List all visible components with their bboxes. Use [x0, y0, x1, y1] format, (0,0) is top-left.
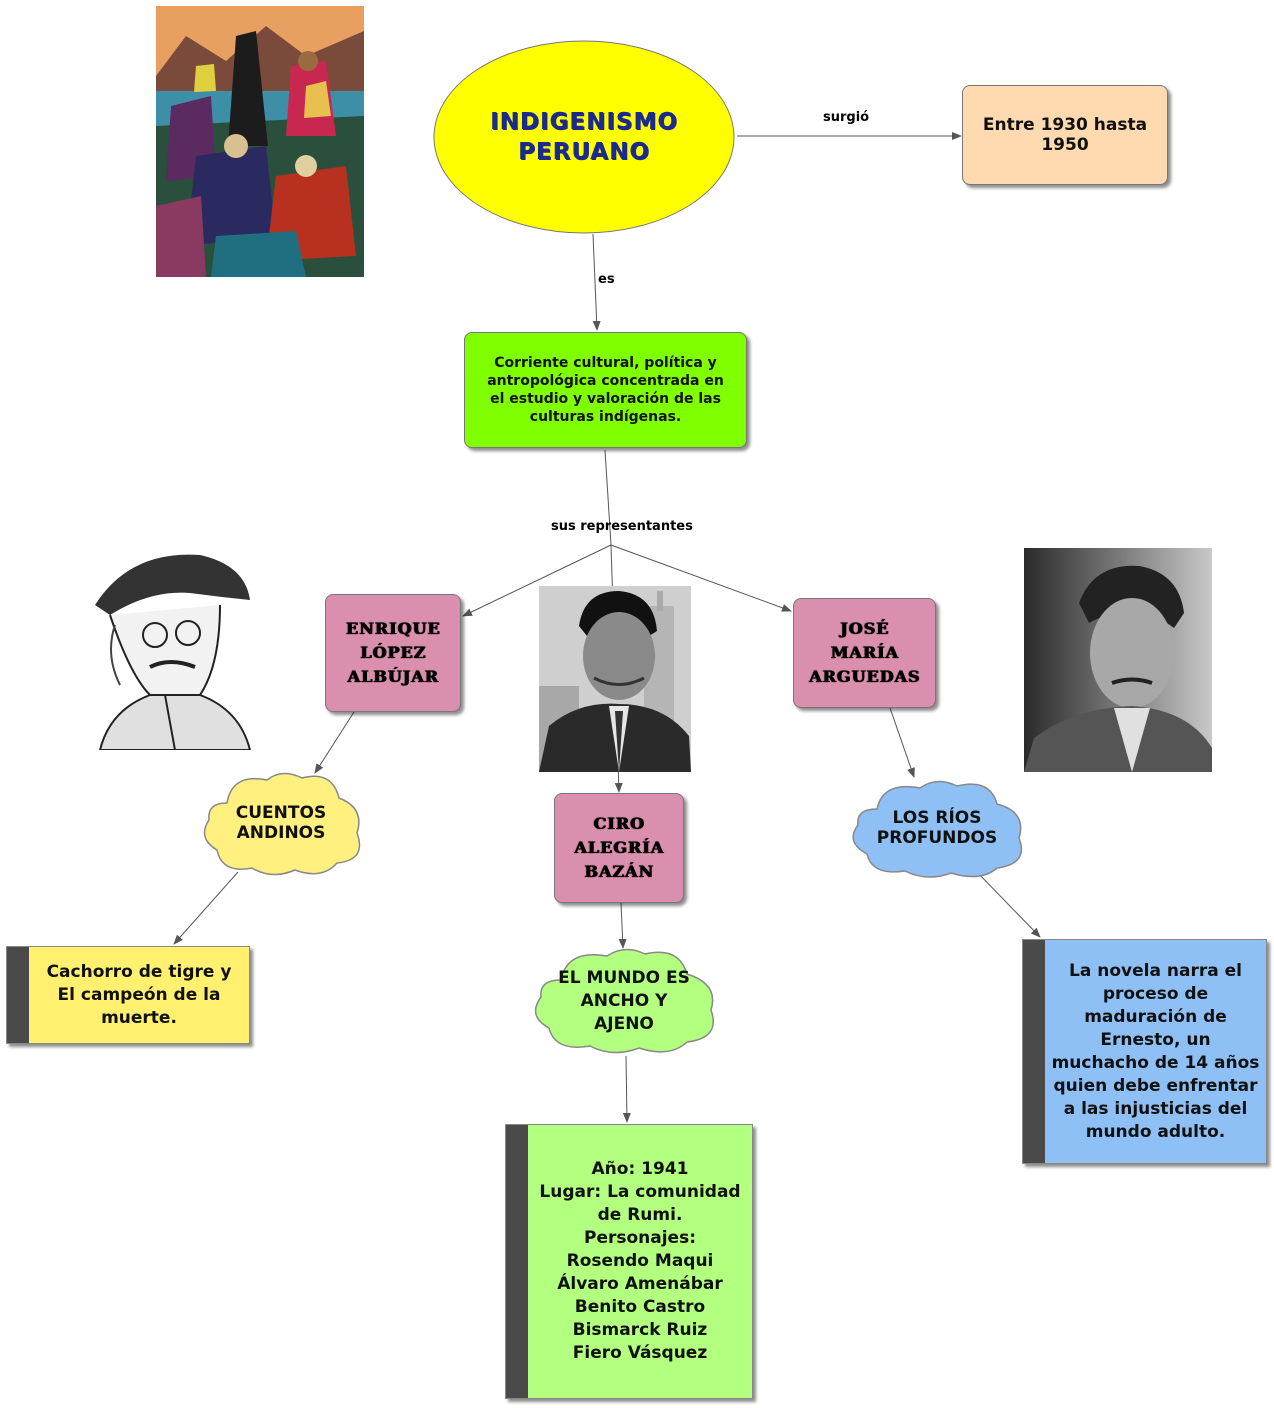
note-line: Bismarck Ruiz [572, 1320, 708, 1340]
note-bar [506, 1125, 528, 1398]
note-cuentos-andinos[interactable]: Cachorro de tigre y El campeón de la mue… [6, 946, 250, 1044]
edge-work1-note1 [173, 871, 239, 945]
note-bar [7, 947, 29, 1043]
period-node[interactable]: Entre 1930 hasta 1950 [962, 85, 1168, 185]
work-los-rios-profundos-text: LOS RÍOS PROFUNDOS [876, 808, 998, 848]
link-label-representantes: sus representantes [551, 519, 693, 534]
definition-node[interactable]: Corriente cultural, política y antropoló… [464, 332, 747, 448]
note-line: Personajes: [583, 1228, 697, 1248]
title-text: INDIGENISMO PERUANO [490, 109, 678, 165]
portrait-arguedas-image [1024, 548, 1212, 772]
note-line: Fiero Vásquez [572, 1343, 708, 1363]
note-el-mundo-es-ancho[interactable]: Año: 1941 Lugar: La comunidad de Rumi. P… [505, 1124, 753, 1399]
work-el-mundo-es-ancho-node[interactable]: EL MUNDO ES ANCHO Y AJENO [527, 944, 721, 1058]
edge-title-definition [592, 233, 601, 331]
work-cuentos-andinos-text: CUENTOS ANDINOS [235, 803, 327, 843]
work-los-rios-profundos-node[interactable]: LOS RÍOS PROFUNDOS [845, 776, 1029, 880]
portrait-ciro-alegria-image [539, 586, 691, 772]
edge-work3-note3 [974, 869, 1041, 938]
note-line: Álvaro Amenábar [557, 1274, 723, 1294]
note-bar [1023, 940, 1045, 1163]
note-line: Benito Castro [574, 1297, 706, 1317]
work-cuentos-andinos-node[interactable]: CUENTOS ANDINOS [197, 768, 365, 878]
title-node[interactable]: INDIGENISMO PERUANO [430, 38, 738, 236]
author-arguedas-node[interactable]: JOSÉ MARÍA ARGUEDAS [793, 598, 936, 708]
work-el-mundo-es-ancho-text: EL MUNDO ES ANCHO Y AJENO [558, 967, 690, 1034]
edge-hub-author1 [462, 544, 612, 617]
andean-painting-image [156, 6, 364, 277]
edge-author2-work2 [618, 902, 627, 949]
note-cuentos-andinos-text: Cachorro de tigre y El campeón de la mue… [46, 961, 232, 1028]
edge-hub-author3 [610, 544, 792, 612]
note-line: Lugar: La comunidad de Rumi. [539, 1182, 741, 1225]
edge-work2-note2 [622, 1055, 631, 1123]
edge-author1-work1 [314, 711, 355, 774]
author-lopez-albujar-node[interactable]: ENRIQUE LÓPEZ ALBÚJAR [325, 594, 461, 712]
note-los-rios-profundos-text: La novela narra el proceso de maduración… [1051, 960, 1260, 1142]
note-line: Rosendo Maqui [566, 1251, 714, 1271]
note-el-mundo-es-ancho-text: Año: 1941 Lugar: La comunidad de Rumi. P… [528, 1125, 752, 1398]
link-label-es: es [598, 272, 615, 287]
link-label-surgio: surgió [823, 110, 870, 125]
edge-author3-work3 [889, 707, 915, 778]
note-los-rios-profundos[interactable]: La novela narra el proceso de maduración… [1022, 939, 1267, 1164]
portrait-lopez-albujar-image [70, 545, 260, 750]
note-line: Año: 1941 [591, 1159, 689, 1179]
edge-definition-hub [604, 449, 612, 546]
author-ciro-alegria-node[interactable]: CIRO ALEGRÍA BAZÁN [554, 793, 684, 903]
